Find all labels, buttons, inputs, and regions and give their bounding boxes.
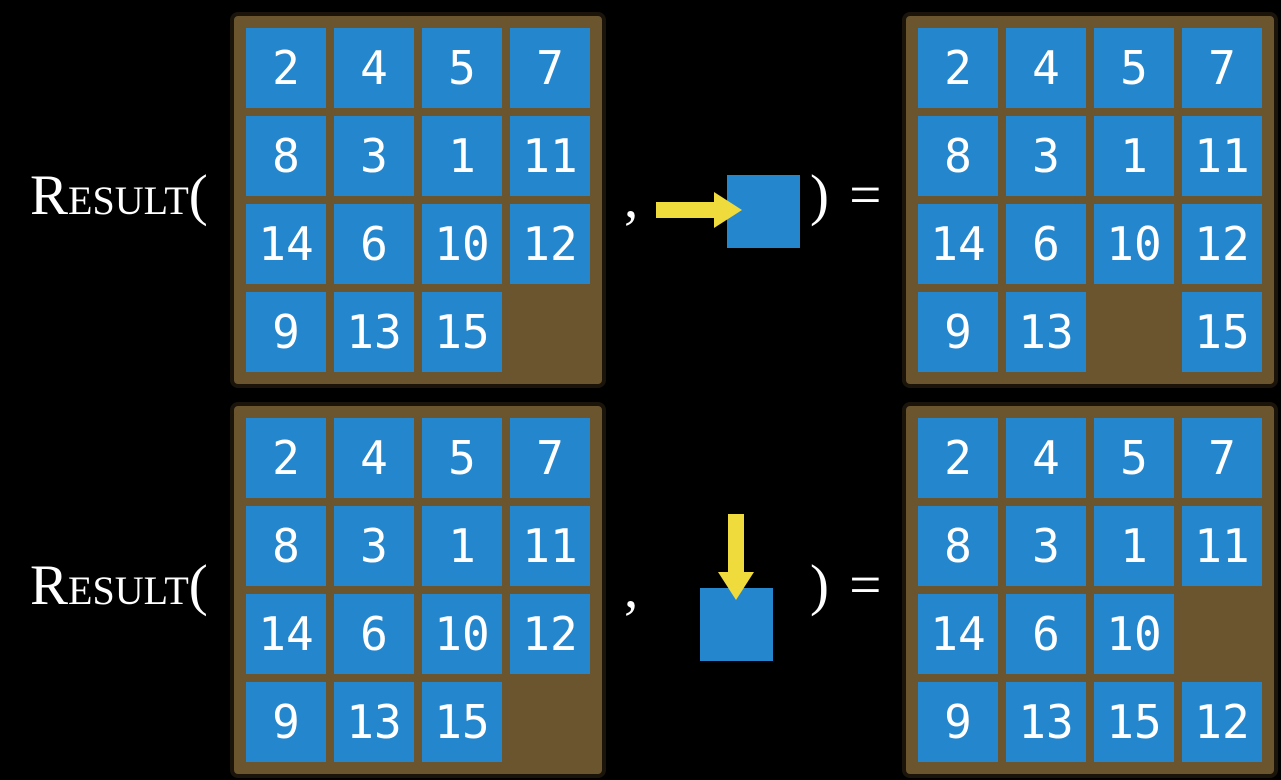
puzzle-tile-8: 8 [246, 506, 326, 586]
puzzle-tile-2: 2 [246, 28, 326, 108]
function-name: Result [30, 164, 189, 227]
right-arrow-icon [656, 192, 742, 228]
puzzle-tile-13: 13 [334, 682, 414, 762]
puzzle-tile-8: 8 [246, 116, 326, 196]
puzzle-tile-10: 10 [422, 594, 502, 674]
puzzle-tile-8: 8 [918, 506, 998, 586]
comma-separator-1: , [624, 167, 639, 230]
puzzle-tile-14: 14 [246, 204, 326, 284]
puzzle-tile-12: 12 [510, 594, 590, 674]
puzzle-tile-6: 6 [334, 594, 414, 674]
puzzle-tile-3: 3 [334, 506, 414, 586]
moved-tile-square-2 [700, 588, 773, 661]
puzzle-tile-6: 6 [1006, 204, 1086, 284]
puzzle-tile-4: 4 [1006, 28, 1086, 108]
empty-cell [1182, 594, 1262, 674]
function-name: Result [30, 554, 189, 617]
puzzle-tile-11: 11 [1182, 506, 1262, 586]
puzzle-tile-10: 10 [422, 204, 502, 284]
empty-cell [510, 292, 590, 372]
puzzle-tile-5: 5 [1094, 418, 1174, 498]
puzzle-tile-1: 1 [422, 116, 502, 196]
puzzle-tile-2: 2 [918, 418, 998, 498]
puzzle-tile-11: 11 [510, 116, 590, 196]
puzzle-tile-15: 15 [1094, 682, 1174, 762]
down-arrow-icon [718, 514, 754, 600]
puzzle-tile-4: 4 [334, 418, 414, 498]
result-function-label-2: Result( [30, 557, 208, 614]
empty-cell [510, 682, 590, 762]
puzzle-tile-4: 4 [334, 28, 414, 108]
open-paren: ( [188, 164, 208, 227]
puzzle-tile-15: 15 [1182, 292, 1262, 372]
puzzle-tile-7: 7 [1182, 418, 1262, 498]
puzzle-tile-2: 2 [918, 28, 998, 108]
puzzle-tile-12: 12 [510, 204, 590, 284]
puzzle-tile-9: 9 [246, 292, 326, 372]
close-paren-equals-2: ) = [810, 554, 882, 617]
puzzle-tile-13: 13 [1006, 682, 1086, 762]
puzzle-tile-7: 7 [1182, 28, 1262, 108]
puzzle-tile-6: 6 [334, 204, 414, 284]
puzzle-tile-2: 2 [246, 418, 326, 498]
puzzle-tile-9: 9 [918, 292, 998, 372]
puzzle-tile-6: 6 [1006, 594, 1086, 674]
puzzle-tile-5: 5 [422, 28, 502, 108]
puzzle-tile-7: 7 [510, 28, 590, 108]
puzzle-tile-9: 9 [918, 682, 998, 762]
puzzle-tile-4: 4 [1006, 418, 1086, 498]
puzzle-tile-3: 3 [1006, 506, 1086, 586]
puzzle-tile-15: 15 [422, 682, 502, 762]
puzzle-tile-5: 5 [1094, 28, 1174, 108]
puzzle-tile-13: 13 [334, 292, 414, 372]
puzzle-tile-13: 13 [1006, 292, 1086, 372]
close-paren-equals-1: ) = [810, 164, 882, 227]
puzzle-tile-12: 12 [1182, 682, 1262, 762]
puzzle-tile-12: 12 [1182, 204, 1262, 284]
puzzle-tile-1: 1 [422, 506, 502, 586]
comma-separator-2: , [624, 557, 639, 620]
puzzle-tile-3: 3 [1006, 116, 1086, 196]
puzzle-tile-9: 9 [246, 682, 326, 762]
result-function-label-1: Result( [30, 167, 208, 224]
puzzle-tile-14: 14 [918, 594, 998, 674]
puzzle-tile-3: 3 [334, 116, 414, 196]
puzzle-tile-15: 15 [422, 292, 502, 372]
puzzle-tile-14: 14 [246, 594, 326, 674]
puzzle-tile-5: 5 [422, 418, 502, 498]
puzzle-tile-1: 1 [1094, 116, 1174, 196]
open-paren: ( [188, 554, 208, 617]
puzzle-tile-8: 8 [918, 116, 998, 196]
puzzle-tile-7: 7 [510, 418, 590, 498]
puzzle-tile-11: 11 [1182, 116, 1262, 196]
puzzle-tile-10: 10 [1094, 594, 1174, 674]
puzzle-tile-11: 11 [510, 506, 590, 586]
puzzle-tile-1: 1 [1094, 506, 1174, 586]
puzzle-tile-10: 10 [1094, 204, 1174, 284]
puzzle-tile-14: 14 [918, 204, 998, 284]
empty-cell [1094, 292, 1174, 372]
